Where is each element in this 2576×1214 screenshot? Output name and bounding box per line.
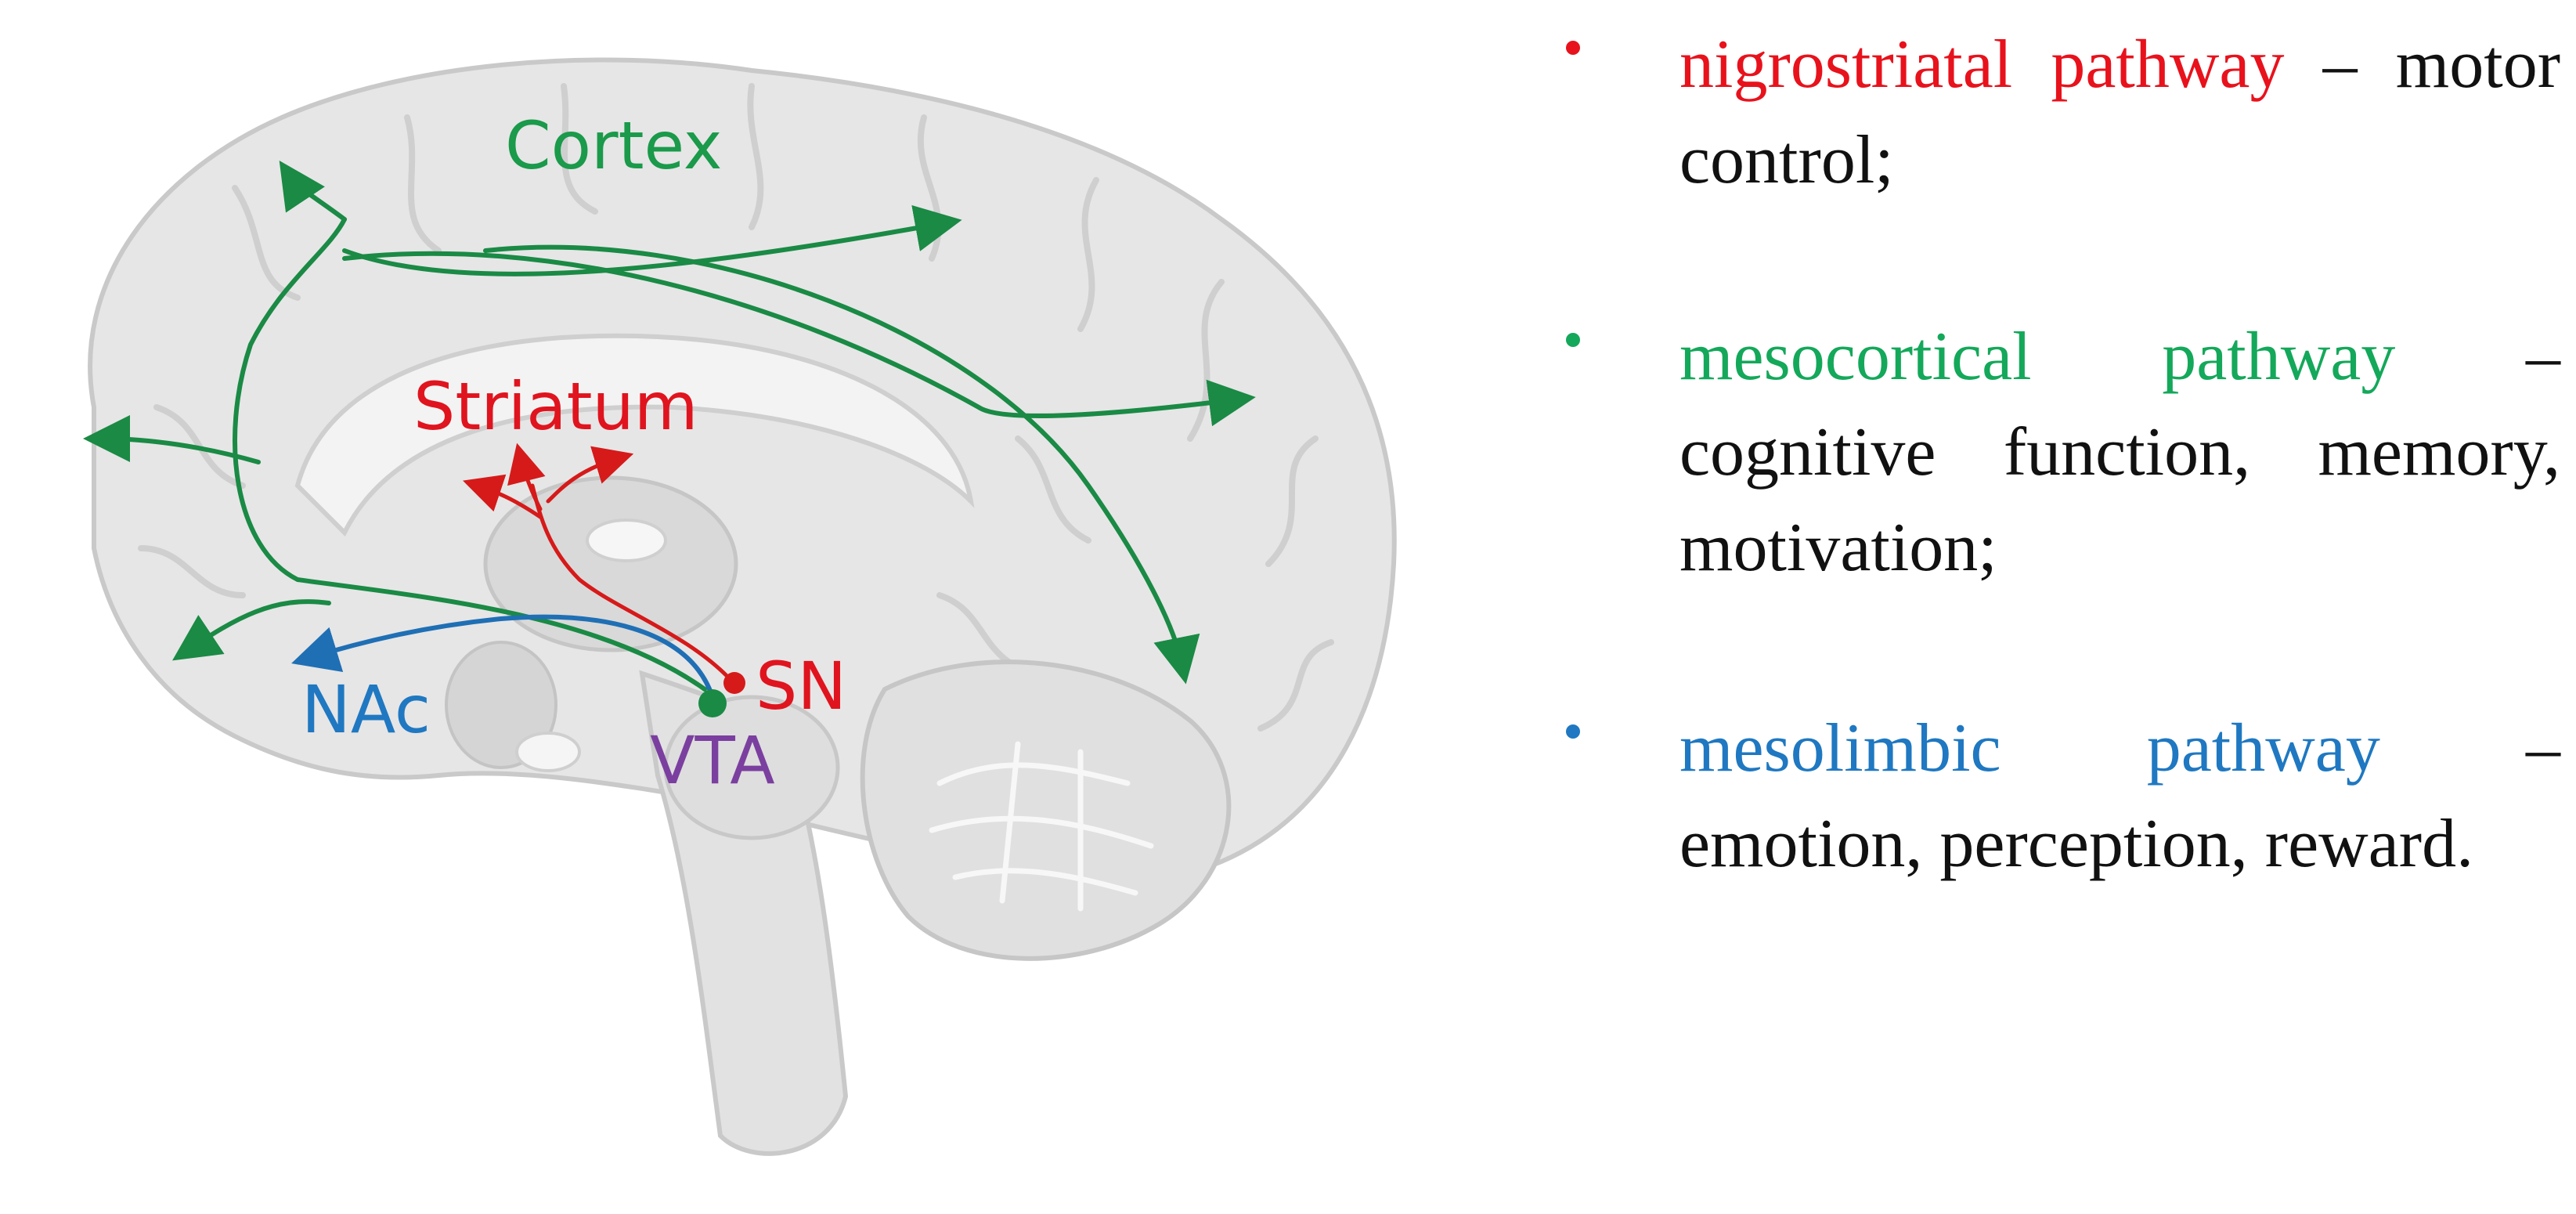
legend-text: nigrostriatal pathway – motor control; — [1679, 17, 2560, 208]
label-nac: NAc — [301, 671, 431, 748]
label-cortex: Cortex — [505, 107, 722, 184]
pathway-description: – emotion, perception, reward. — [1679, 710, 2560, 882]
cerebellum — [860, 659, 1232, 961]
red-branch-1 — [463, 474, 543, 519]
bullet-icon — [1566, 724, 1580, 739]
green-arrow-long — [483, 244, 1200, 685]
pathway-description: – cognitive function, memory, motivation… — [1679, 319, 2561, 586]
mesocortical-pathway — [83, 161, 1256, 692]
pathway-description: – motor control; — [1679, 27, 2561, 198]
pathway-name: nigrostriatal pathway — [1679, 27, 2285, 103]
cerebellum-folia — [929, 741, 1154, 912]
legend-item-mesolimbic: mesolimbic pathway – emotion, perception… — [1566, 701, 2560, 892]
legend-text: mesolimbic pathway – emotion, perception… — [1679, 701, 2560, 892]
ventricle — [586, 518, 667, 562]
pituitary — [515, 732, 581, 772]
brain-diagram: Cortex Striatum SN NAc VTA — [83, 57, 1397, 1156]
bullet-icon — [1566, 333, 1580, 347]
pathway-name: mesocortical pathway — [1679, 319, 2396, 395]
sn-dot — [723, 672, 745, 694]
legend-item-mesocortical: mesocortical pathway – cognitive functio… — [1566, 309, 2560, 596]
green-arrow-left-lower — [172, 599, 331, 661]
green-arrow-right — [342, 251, 1256, 427]
green-arrow-left-upper — [83, 415, 261, 464]
gyri-lines — [138, 83, 1334, 732]
green-arrow-top — [279, 161, 347, 222]
label-striatum: Striatum — [413, 368, 698, 445]
nigrostriatal-pathway — [463, 443, 734, 684]
vta-dot — [698, 689, 727, 717]
pons — [663, 695, 840, 840]
legend-text: mesocortical pathway – cognitive functio… — [1679, 309, 2560, 596]
corpus-callosum — [294, 333, 975, 537]
red-branch-3 — [546, 446, 634, 504]
label-vta: VTA — [650, 722, 775, 799]
bullet-icon — [1566, 41, 1580, 55]
mesolimbic-pathway — [291, 614, 715, 699]
legend-item-nigrostriatal: nigrostriatal pathway – motor control; — [1566, 17, 2560, 208]
green-trunk — [233, 217, 707, 692]
label-sn: SN — [756, 648, 846, 724]
red-trunk — [530, 483, 734, 684]
red-branch-2 — [507, 443, 546, 511]
pathway-name: mesolimbic pathway — [1679, 710, 2380, 786]
